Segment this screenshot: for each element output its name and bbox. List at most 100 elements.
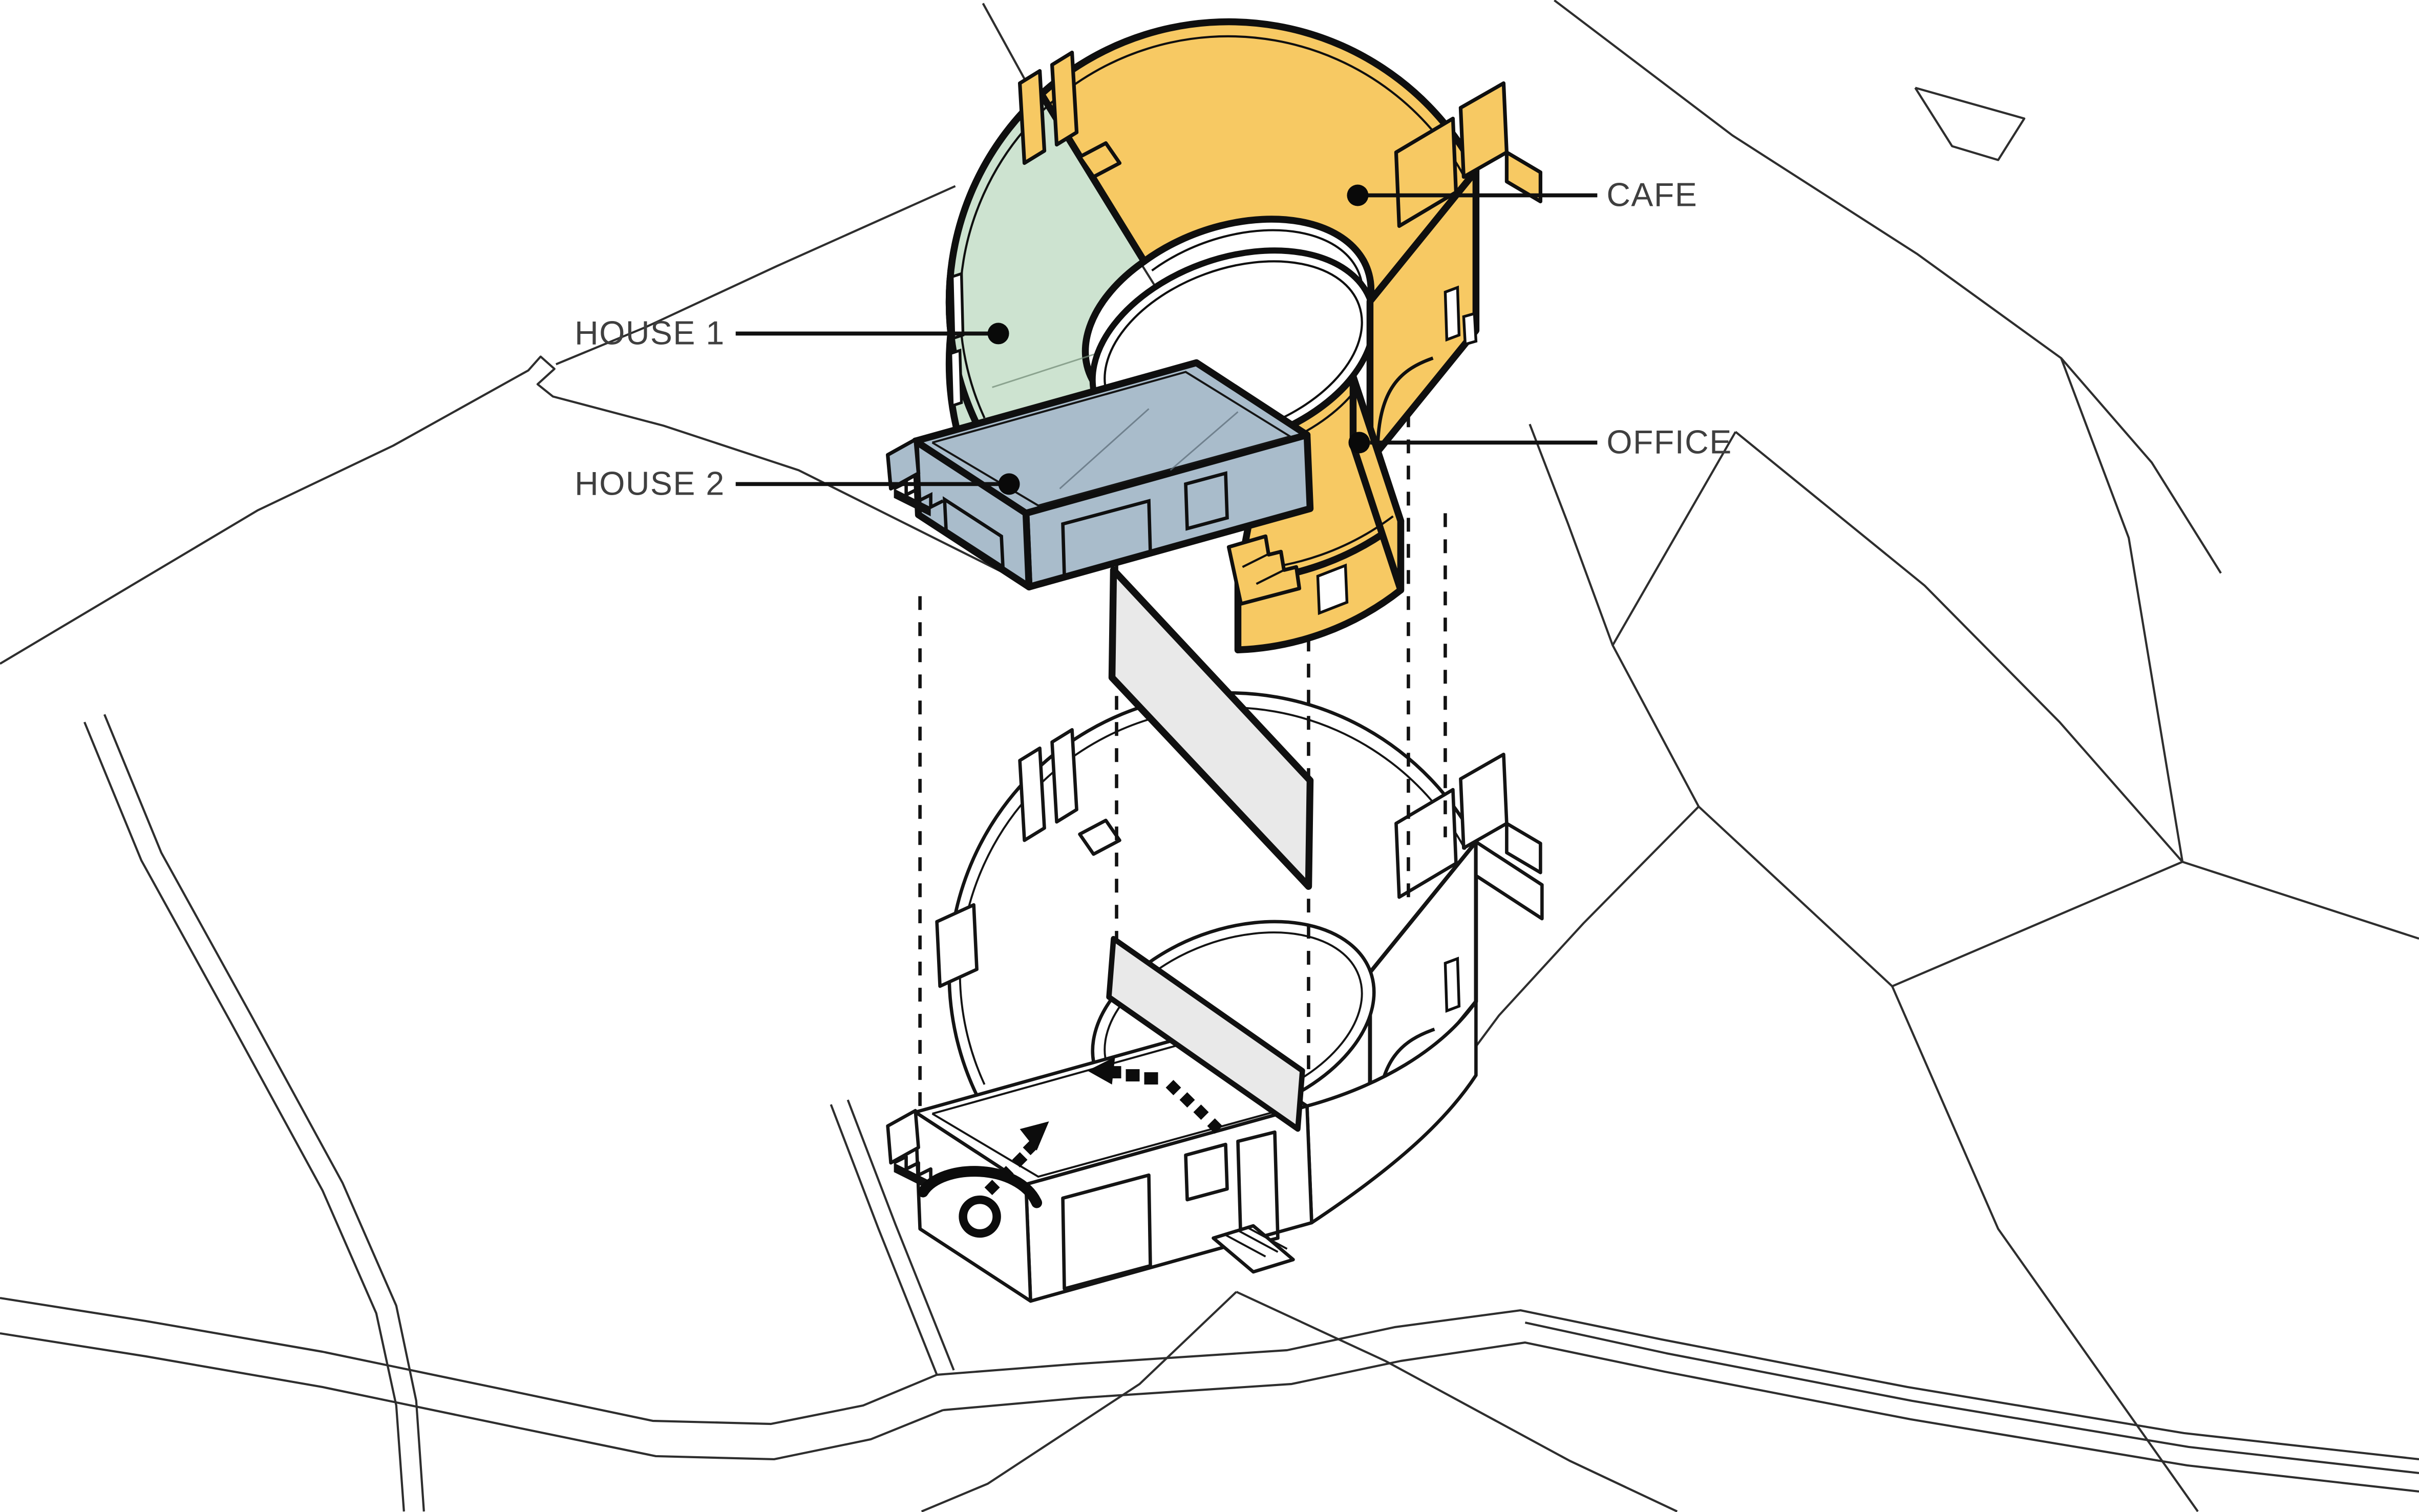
roof-fin-wall (1017, 69, 1047, 165)
site-road-line (83, 721, 405, 1512)
ground-door-opening (1061, 1173, 1152, 1291)
roof-fin-wall (1050, 50, 1079, 147)
ground-end-fin-step (1505, 821, 1542, 875)
porch-tread (1242, 552, 1271, 568)
stair-tread (1225, 1234, 1266, 1258)
ground-inner-arc (1048, 706, 1467, 850)
anchor-dot (1347, 184, 1369, 206)
roof-seam (992, 352, 1097, 388)
site-parcel-line (1914, 87, 2026, 161)
viewpoint-eye (918, 1166, 1043, 1238)
site-parcel-line (1891, 986, 2199, 1512)
section-office (1226, 373, 1405, 654)
site-road-line (830, 1104, 938, 1375)
office-label: OFFICE (1606, 423, 1732, 460)
ground-wall-stub (935, 903, 979, 988)
cafe-arch-slit (1444, 285, 1461, 342)
office-end-face (1349, 373, 1405, 594)
house2-window-opening (1184, 471, 1229, 531)
route-dot (1126, 1069, 1140, 1082)
site-road-line (1554, 0, 2222, 574)
cafe-label: CAFE (1606, 176, 1697, 213)
ground-tip-step-shade (894, 1163, 931, 1191)
route-arrows (984, 1057, 1223, 1196)
ground-fin-wall (1018, 746, 1046, 842)
site-road-line (937, 1309, 2419, 1461)
site-road-line (555, 185, 956, 366)
stair-tread (1246, 1226, 1288, 1250)
ground-end-fin (1459, 752, 1509, 850)
ground-window-opening (1184, 1142, 1229, 1202)
ground-fin-wall (1050, 728, 1078, 824)
porch-tread (1256, 569, 1285, 585)
ground-arch-slit-window (1444, 956, 1461, 1013)
label-house2: HOUSE 2 (575, 465, 1020, 502)
house2-tip-step-shade (894, 488, 931, 517)
route-dot (1165, 1080, 1181, 1096)
annotations: HOUSE 1 HOUSE 2 CAFE OFFICE (575, 176, 1732, 502)
anchor-dot (987, 323, 1009, 345)
site-road-line (103, 714, 425, 1512)
cafe-arch-opening (1376, 356, 1434, 452)
site-plaza-line (921, 1291, 1237, 1512)
house2-label: HOUSE 2 (575, 465, 725, 502)
label-office: OFFICE (1348, 423, 1732, 460)
ground-level-plan (886, 691, 1544, 1303)
house2-end-door-opening (942, 496, 1005, 570)
ground-curved-band-wall (1305, 999, 1478, 1225)
cafe-fin-wall (1394, 116, 1458, 228)
gray-plane-floating (1108, 566, 1314, 890)
anchor-dot (998, 473, 1020, 495)
route-dot (1144, 1072, 1158, 1085)
ground-end-fin (1394, 787, 1458, 899)
house1-slit-window (949, 348, 963, 408)
house1-label: HOUSE 1 (575, 314, 725, 351)
ground-roof-cube (1078, 818, 1121, 856)
roof-cube (1077, 141, 1122, 179)
site-road-line (0, 1332, 944, 1461)
courtyard-route-arrow (1087, 1057, 1223, 1134)
cafe-inner-parapet-line (1151, 229, 1364, 308)
cafe-fin-step (1504, 150, 1542, 204)
route-arrowhead (1087, 1057, 1115, 1085)
cafe-small-window (1462, 311, 1478, 346)
site-parcel-line (2182, 861, 2419, 940)
route-dot (1179, 1092, 1195, 1108)
site-road-line (846, 1099, 955, 1371)
gray-plane-courtyard (1106, 935, 1305, 1132)
site-road-line (1529, 423, 1614, 646)
ground-outer-return-wall (1474, 840, 1544, 921)
house1-parapet-line (959, 103, 1050, 419)
stair-tread (1237, 1229, 1279, 1253)
roof-seam (1059, 408, 1150, 489)
label-house1: HOUSE 1 (575, 314, 1009, 351)
anchor-dot (1348, 432, 1370, 454)
ground-tip-fin (886, 1109, 920, 1165)
label-cafe: CAFE (1347, 176, 1697, 213)
roof-seam (1170, 411, 1239, 471)
site-parcel-line (1453, 805, 1700, 1076)
route-dot (984, 1180, 1000, 1196)
exploded-upper-building (886, 18, 1542, 654)
eye-icon (918, 1166, 1043, 1208)
house1-slit-window (950, 271, 965, 340)
site-road-line (2060, 357, 2184, 862)
site-road-line (943, 1341, 2419, 1493)
site-road-line (0, 1296, 938, 1425)
route-arrowhead (1020, 1121, 1049, 1151)
site-road-line (1524, 1321, 2419, 1475)
cafe-fin-wall (1458, 81, 1509, 179)
house2-tip-fin (886, 437, 921, 491)
ground-door-opening (1236, 1130, 1280, 1249)
site-road-line (0, 355, 1017, 665)
ground-outer-arc (1040, 691, 1478, 843)
house2-door-opening (1061, 499, 1152, 579)
cafe-parapet-line (1048, 35, 1467, 179)
eye-icon-pupil (959, 1195, 1001, 1238)
site-plaza-line (1236, 1291, 1678, 1512)
route-dot (1207, 1118, 1223, 1134)
office-window (1316, 563, 1349, 615)
